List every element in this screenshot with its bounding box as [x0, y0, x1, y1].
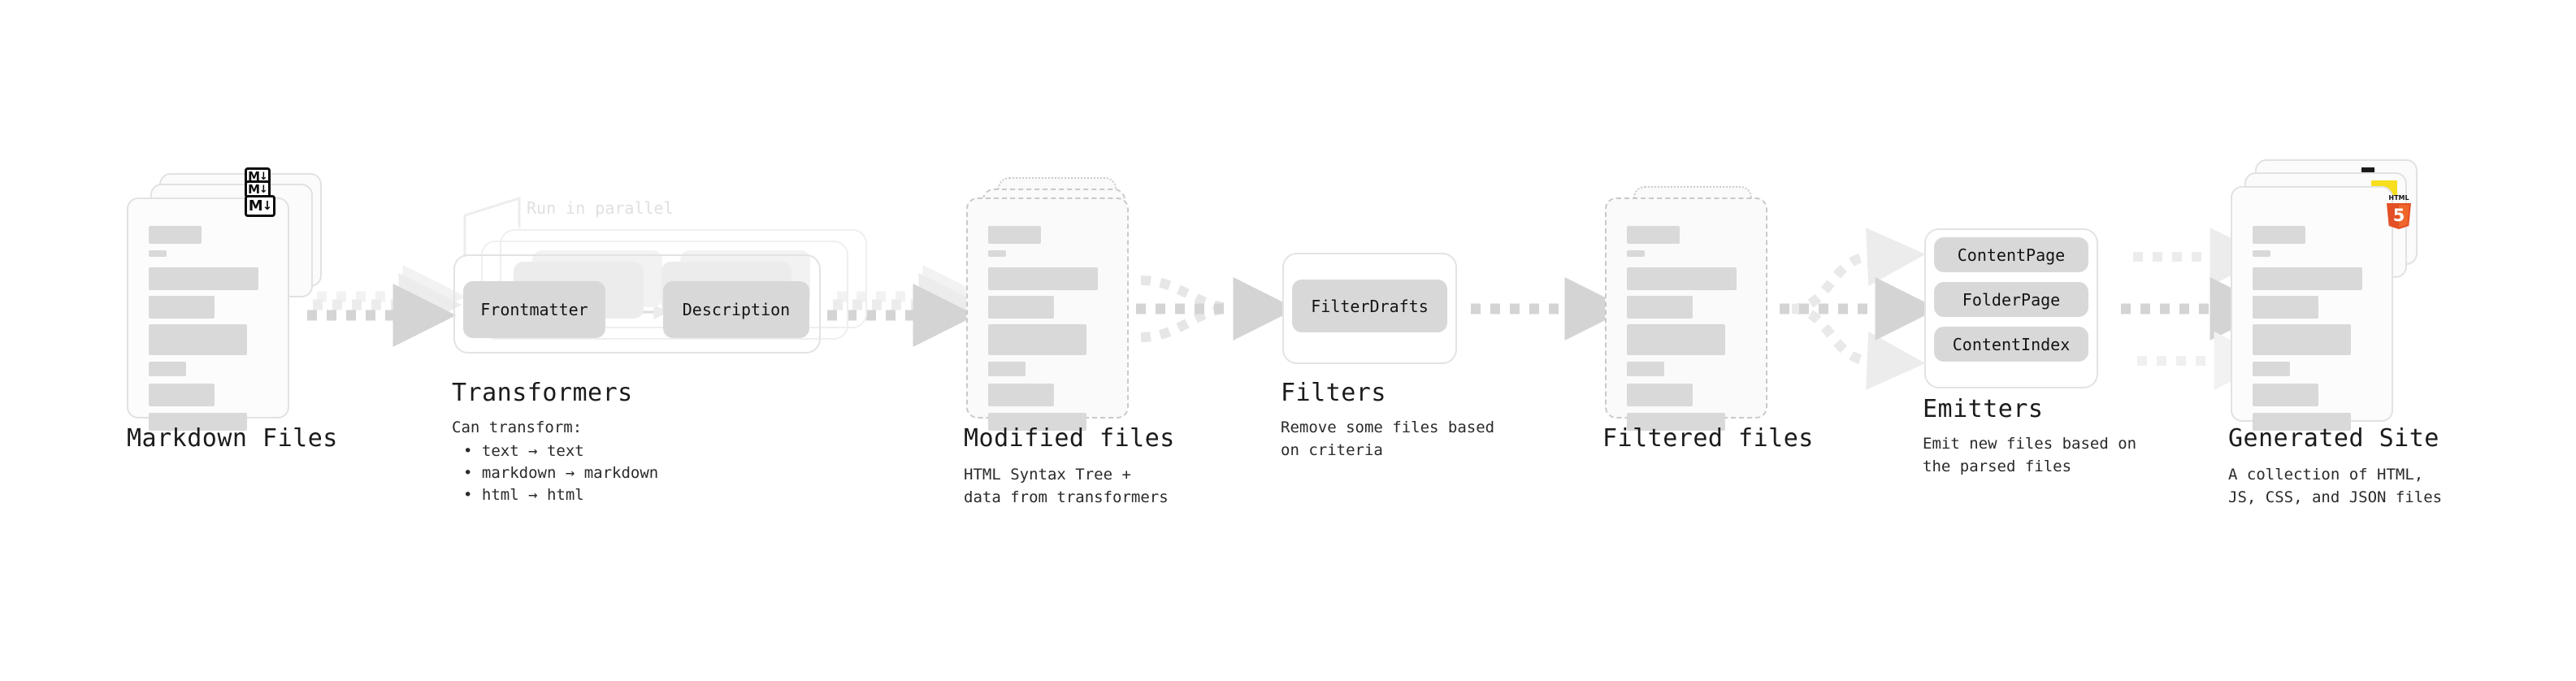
stage-subtitle-transformers: Can transform:	[452, 419, 583, 436]
arrow-modified-to-filters	[1136, 275, 1297, 342]
skeleton-line	[2253, 296, 2318, 319]
stage-title-filters: Filters	[1281, 379, 1386, 407]
stage-title-markdown-files: Markdown Files	[127, 424, 338, 453]
filters-pill-filterdrafts[interactable]: FilterDrafts	[1292, 280, 1447, 332]
skeleton-line	[1627, 226, 1680, 244]
arrow-filtered-to-emitters	[1780, 228, 1939, 390]
skeleton-line	[149, 250, 167, 257]
skeleton-line	[2253, 226, 2305, 244]
transform-bullet-2: • markdown → markdown	[463, 464, 659, 482]
html5-icon: HTML 5	[2383, 193, 2414, 230]
skeleton-line	[1627, 250, 1645, 257]
generated-card-front	[2231, 186, 2393, 431]
transformer-box-front[interactable]	[453, 254, 821, 354]
skeleton-line	[149, 226, 202, 244]
emitters-pill-contentindex[interactable]: ContentIndex	[1934, 327, 2088, 362]
skeleton-line	[149, 324, 247, 355]
run-in-parallel-label: Run in parallel	[527, 198, 674, 218]
arrow-markdown-to-transformers	[307, 265, 466, 347]
stage-subtitle-filters: Remove some files based on criteria	[1281, 419, 1495, 459]
skeleton-line	[988, 296, 1054, 319]
skeleton-line	[1627, 362, 1664, 376]
svg-text:HTML: HTML	[2388, 194, 2409, 202]
filtered-card-front	[1605, 197, 1767, 431]
skeleton-line	[1627, 296, 1693, 319]
stage-title-emitters: Emitters	[1923, 395, 2044, 423]
transformer-pill-frontmatter[interactable]: Frontmatter	[463, 281, 605, 338]
arrow-emitters-to-generated	[2121, 228, 2274, 390]
skeleton-line	[149, 413, 247, 431]
skeleton-line	[988, 267, 1098, 290]
stage-title-transformers: Transformers	[452, 379, 633, 407]
skeleton-line	[988, 324, 1086, 355]
skeleton-line	[988, 226, 1041, 244]
transform-bullet-3: • html → html	[463, 486, 584, 504]
skeleton-line	[988, 413, 1086, 431]
stage-title-filtered-files: Filtered files	[1602, 424, 1814, 453]
markdown-icon-back-1: M↓	[245, 180, 271, 198]
skeleton-line	[988, 384, 1054, 406]
skeleton-line	[2253, 250, 2270, 257]
stage-title-generated-site: Generated Site	[2228, 424, 2439, 453]
stage-subtitle-generated-site: A collection of HTML, JS, CSS, and JSON …	[2228, 466, 2443, 506]
skeleton-line	[988, 250, 1006, 257]
markdown-card-front	[127, 197, 289, 431]
stage-subtitle-modified-files: HTML Syntax Tree + data from transformer…	[964, 466, 1169, 506]
stage-subtitle-emitters: Emit new files based on the parsed files	[1923, 435, 2137, 475]
skeleton-line	[2253, 384, 2318, 406]
skeleton-line	[149, 384, 215, 406]
skeleton-line	[2253, 362, 2290, 376]
skeleton-line	[988, 362, 1026, 376]
modified-card-front	[966, 197, 1129, 431]
skeleton-line	[2253, 267, 2362, 290]
skeleton-line	[149, 296, 215, 319]
skeleton-line	[2253, 324, 2351, 355]
skeleton-line	[149, 267, 258, 290]
skeleton-line	[1627, 267, 1737, 290]
skeleton-line	[149, 362, 186, 376]
skeleton-line	[2253, 413, 2351, 431]
markdown-icon: M↓	[245, 195, 275, 217]
skeleton-line	[1627, 324, 1725, 355]
transform-bullet-1: • text → text	[463, 442, 584, 460]
stage-title-modified-files: Modified files	[964, 424, 1175, 453]
transformer-pill-description[interactable]: Description	[663, 281, 809, 338]
emitters-pill-contentpage[interactable]: ContentPage	[1934, 237, 2088, 272]
emitters-pill-folderpage[interactable]: FolderPage	[1934, 282, 2088, 317]
skeleton-line	[1627, 413, 1725, 431]
svg-text:5: 5	[2393, 206, 2405, 225]
skeleton-line	[1627, 384, 1693, 406]
